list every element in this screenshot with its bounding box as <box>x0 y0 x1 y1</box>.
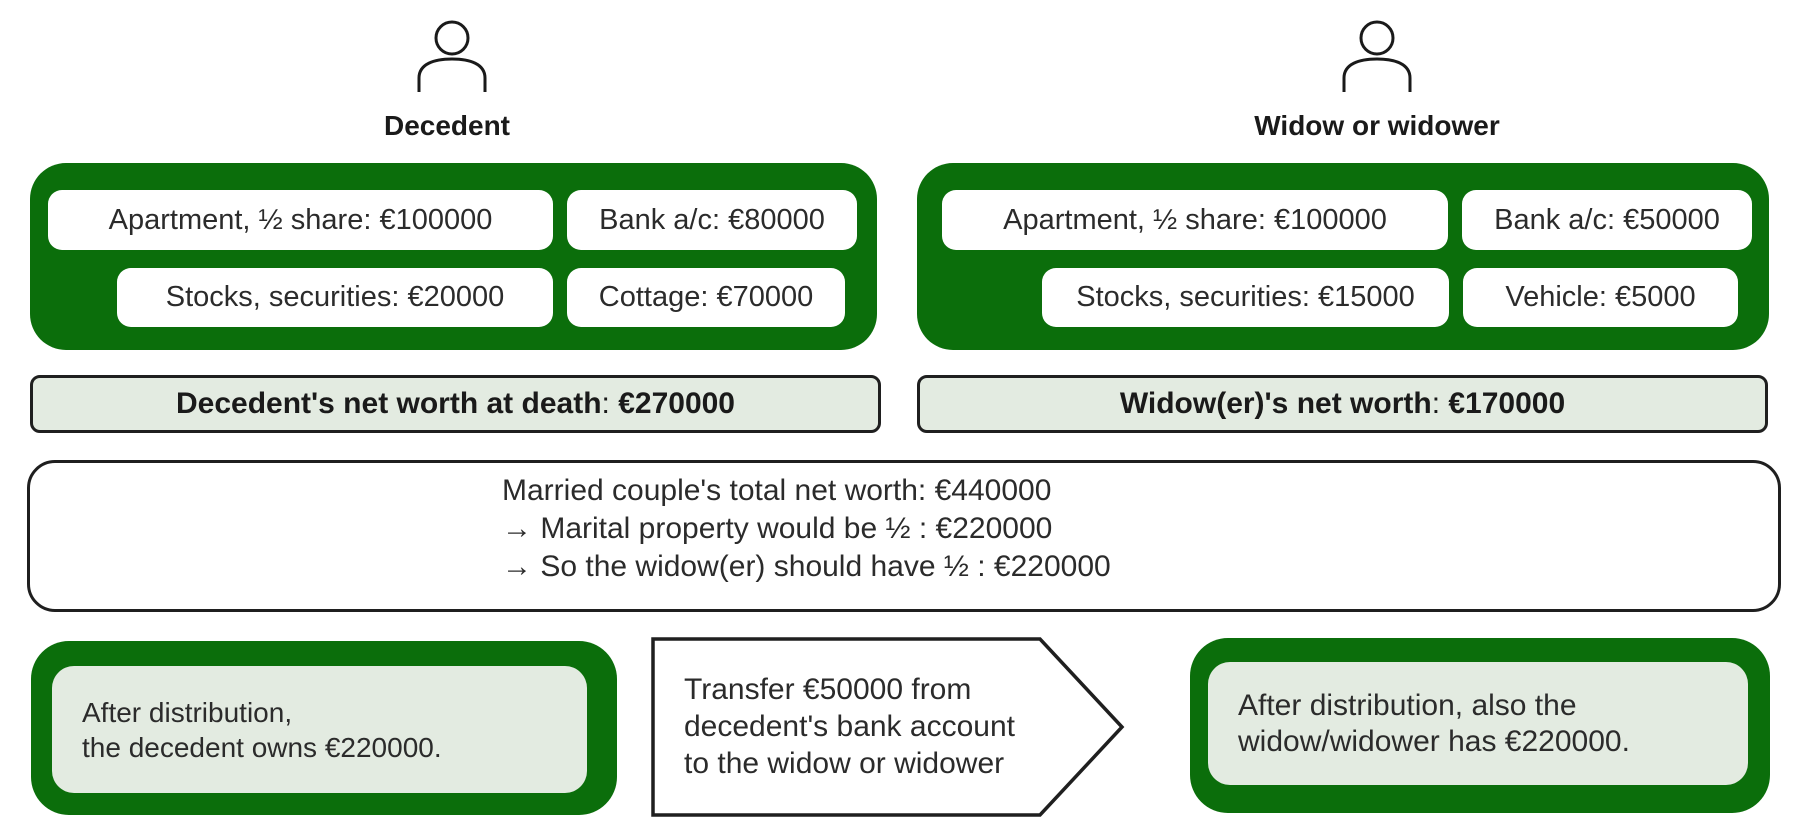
asset-bank-decedent: Bank a/c: €80000 <box>567 190 857 250</box>
decedent-assets-box: Apartment, ½ share: €100000 Bank a/c: €8… <box>30 163 877 350</box>
asset-cottage-decedent: Cottage: €70000 <box>567 268 845 327</box>
widow-networth-label: Widow(er)'s net worth <box>1119 387 1432 420</box>
outcome-decedent-box: After distribution, the decedent owns €2… <box>31 641 617 815</box>
decedent-networth-label: Decedent's net worth at death <box>175 387 602 420</box>
widow-networth-sep: : <box>1431 387 1449 420</box>
widow-networth-value: €170000 <box>1448 387 1566 420</box>
decedent-title: Decedent <box>383 110 511 141</box>
asset-apartment-widow: Apartment, ½ share: €100000 <box>942 190 1448 250</box>
decedent-networth-value: €270000 <box>618 387 735 420</box>
decedent-networth-bar: Decedent's net worth at death: €270000 <box>30 375 881 433</box>
widow-networth-bar: Widow(er)'s net worth: €170000 <box>917 375 1768 433</box>
widow-assets-box: Apartment, ½ share: €100000 Bank a/c: €5… <box>917 163 1769 350</box>
asset-bank-widow: Bank a/c: €50000 <box>1462 190 1752 250</box>
decedent-person-icon <box>417 20 487 92</box>
summary-box <box>27 460 1781 612</box>
transfer-text: Transfer €50000 from decedent's bank acc… <box>684 672 1015 780</box>
asset-apartment-decedent: Apartment, ½ share: €100000 <box>48 190 553 250</box>
transfer-arrow-icon <box>651 637 1125 817</box>
widow-title: Widow or widower <box>1254 110 1500 141</box>
widow-person-icon <box>1342 20 1412 92</box>
asset-vehicle-widow: Vehicle: €5000 <box>1463 268 1738 327</box>
outcome-widow-text: After distribution, also the widow/widow… <box>1208 662 1748 785</box>
summary-text: Married couple's total net worth: €44000… <box>502 474 1111 583</box>
asset-stocks-widow: Stocks, securities: €15000 <box>1042 268 1449 327</box>
outcome-decedent-text: After distribution, the decedent owns €2… <box>52 666 587 793</box>
decedent-networth-sep: : <box>601 387 619 420</box>
asset-stocks-decedent: Stocks, securities: €20000 <box>117 268 553 327</box>
outcome-widow-box: After distribution, also the widow/widow… <box>1190 638 1770 813</box>
